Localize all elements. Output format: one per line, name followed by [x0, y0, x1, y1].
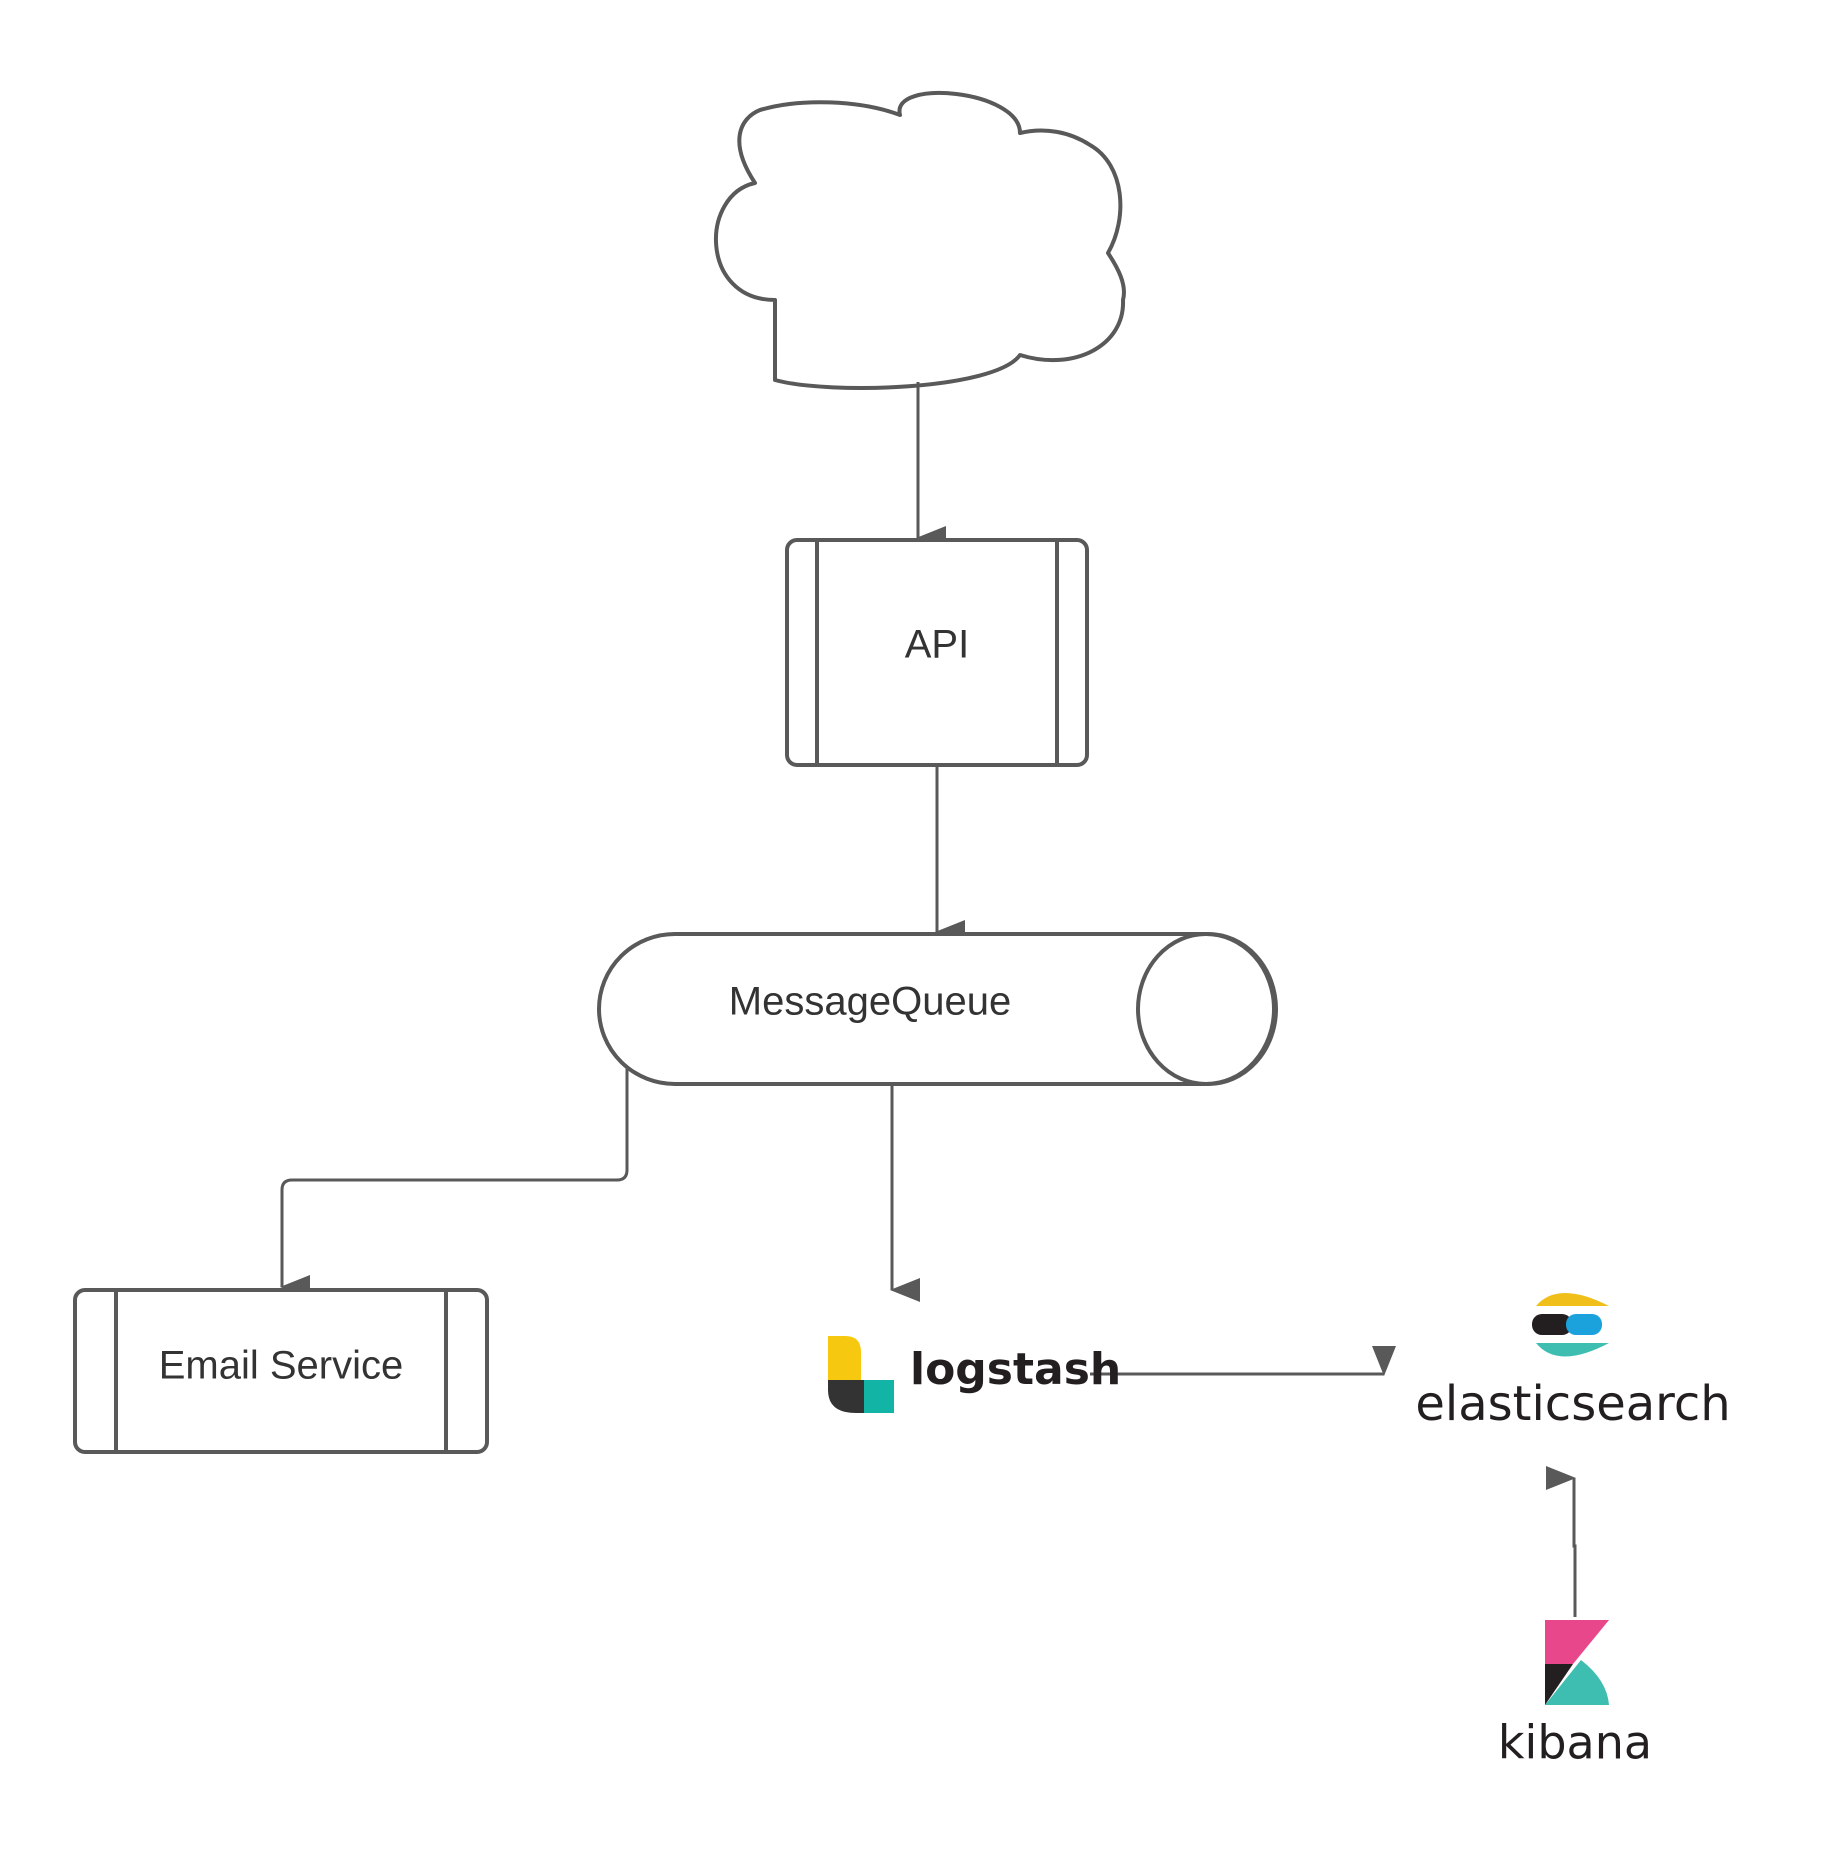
kibana-node[interactable]: kibana [1498, 1620, 1652, 1770]
edge-kibana-to-elasticsearch [1546, 1466, 1577, 1617]
message-queue-node[interactable]: MessageQueue [597, 932, 1278, 1086]
email-box [73, 1288, 489, 1454]
elasticsearch-label: elasticsearch [1415, 1376, 1730, 1432]
cloud-node[interactable] [714, 90, 1126, 390]
elasticsearch-logo-icon [1532, 1293, 1609, 1357]
connectors [280, 382, 1577, 1617]
elasticsearch-node[interactable]: elasticsearch [1415, 1293, 1731, 1432]
email-service-node[interactable]: Email Service [73, 1288, 489, 1454]
logstash-logo-icon [828, 1336, 894, 1413]
edge-queue-to-email [280, 1062, 629, 1299]
queue-end-cap [1136, 932, 1276, 1086]
kibana-logo-icon [1545, 1620, 1609, 1705]
email-label: Email Service [159, 1344, 404, 1388]
api-box [785, 538, 1089, 767]
api-label: API [905, 623, 969, 667]
logstash-node[interactable]: logstash [828, 1336, 1121, 1413]
logstash-label: logstash [910, 1344, 1121, 1395]
cloud-icon [714, 90, 1126, 390]
queue-label: MessageQueue [729, 980, 1011, 1024]
kibana-label: kibana [1498, 1716, 1652, 1770]
api-node[interactable]: API [785, 538, 1089, 767]
